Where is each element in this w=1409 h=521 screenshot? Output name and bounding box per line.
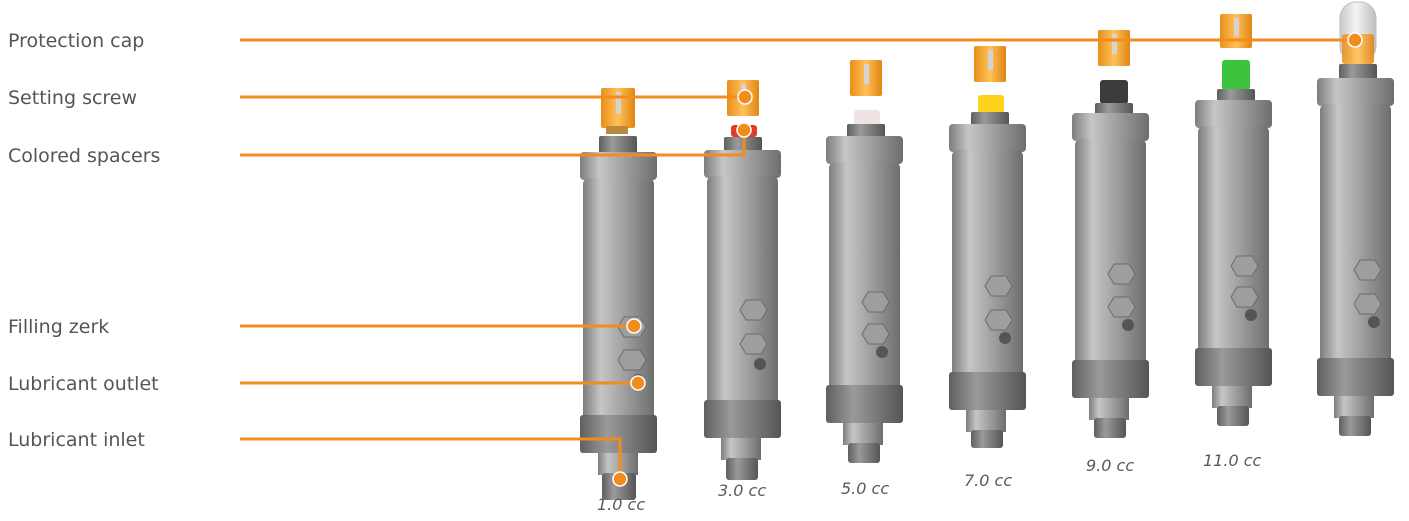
label-lubricant-outlet: Lubricant outlet <box>8 373 159 395</box>
endpoint-lubricant-inlet <box>612 471 628 487</box>
injector-5-0cc <box>826 60 903 463</box>
endpoint-setting-screw <box>737 89 753 105</box>
volume-label-1-0cc: 1.0 cc <box>597 495 646 514</box>
injector-11-0cc <box>1195 14 1272 426</box>
volume-label-9-0cc: 9.0 cc <box>1086 456 1135 475</box>
volume-label-7-0cc: 7.0 cc <box>964 471 1013 490</box>
endpoint-protection-cap <box>1347 32 1363 48</box>
leader-colored-spacers <box>240 130 746 157</box>
label-colored-spacers: Colored spacers <box>8 145 161 167</box>
volume-label-11-0cc: 11.0 cc <box>1203 451 1262 470</box>
endpoint-colored-spacers <box>736 122 752 138</box>
leader-endpoints <box>612 32 1363 487</box>
label-setting-screw: Setting screw <box>8 87 138 109</box>
injector-7-0cc <box>949 46 1026 448</box>
endpoint-filling-zerk <box>626 318 642 334</box>
label-filling-zerk: Filling zerk <box>8 316 110 338</box>
volume-label-5-0cc: 5.0 cc <box>841 479 890 498</box>
volume-label-3-0cc: 3.0 cc <box>718 481 767 500</box>
injector-9-0cc <box>1072 30 1149 438</box>
label-lubricant-inlet: Lubricant inlet <box>8 429 145 451</box>
leader-lines <box>240 38 1355 478</box>
endpoint-lubricant-outlet <box>630 375 646 391</box>
label-protection-cap: Protection cap <box>8 30 145 52</box>
leader-lubricant-inlet <box>240 437 622 478</box>
injector-with-protection-cap <box>1317 1 1394 436</box>
